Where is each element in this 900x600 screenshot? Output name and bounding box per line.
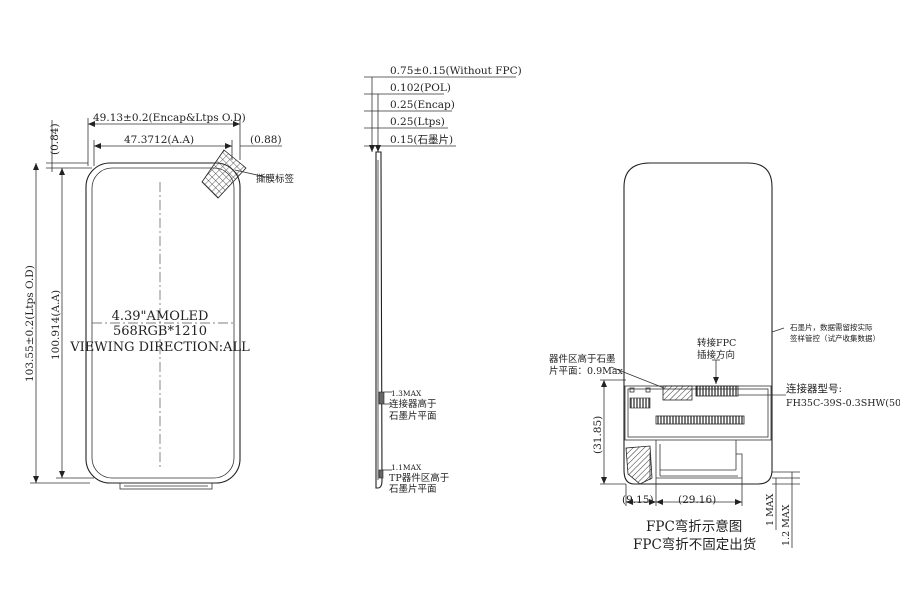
aa-height-dim: 100.914(A.A) xyxy=(50,290,62,360)
fpc-tail-outline xyxy=(655,440,743,479)
component-note-line1: 器件区高于石墨 xyxy=(549,353,616,365)
back-view: 石墨片，数据需留按实际 签样管控（试产收集数据） 器件区高于石墨 片平面：0.9… xyxy=(549,162,900,553)
layer-thickness-ltps: 0.25(Ltps) xyxy=(390,116,445,128)
insert-direction-line1: 转接FPC xyxy=(697,337,736,349)
fpc-bottom-strip xyxy=(119,482,213,490)
panel-size-text: 4.39"AMOLED xyxy=(112,309,209,324)
fpc-bend-caption: FPC弯折示意图 xyxy=(646,518,742,535)
component-area-block xyxy=(662,385,693,401)
layer-thickness-graphite: 0.15(石墨片) xyxy=(390,133,453,146)
tp-height-dim: 1.1MAX xyxy=(391,463,422,472)
back-panel-outline xyxy=(623,162,773,485)
graphite-note-line1: 石墨片，数据需留按实际 xyxy=(790,322,873,332)
layer-thickness-pol: 0.102(POL) xyxy=(390,82,451,94)
ltps-height-dim: 103.55±0.2(Ltps O.D) xyxy=(24,265,36,382)
front-view: 撕膜标签 49.13±0.2(Encap&Ltps O.D) 47.3712(A… xyxy=(24,112,295,490)
bonding-strip xyxy=(655,415,745,425)
dim-1-max: 1 MAX xyxy=(765,493,776,526)
connector-model: FH35C-39S-0.3SHW(50) xyxy=(786,398,900,409)
graphite-note-line2: 签样管控（试产收集数据） xyxy=(790,333,880,343)
dim-right: (29.16) xyxy=(678,494,716,506)
layer-thickness-encap: 0.25(Encap) xyxy=(390,99,455,111)
side-view: 0.75±0.15(Without FPC) 0.102(POL) 0.25(E… xyxy=(364,65,522,495)
component-note-line2: 片平面：0.9Max xyxy=(549,365,623,377)
resolution-text: 568RGB*1210 xyxy=(113,324,207,339)
fpc-bend-note: FPC弯折不固定出货 xyxy=(633,536,756,553)
connector-note-line2: 石墨片平面 xyxy=(389,410,437,422)
aa-width-dim: 47.3712(A.A) xyxy=(124,134,194,146)
dim-left: (9.15) xyxy=(622,494,654,506)
fpc-height-dim: (31.85) xyxy=(592,416,604,454)
peel-label: 撕膜标签 xyxy=(256,173,295,185)
fpc-hatched-corner xyxy=(625,445,653,485)
peel-tab xyxy=(201,149,247,199)
test-pads xyxy=(629,397,651,409)
side-component xyxy=(378,469,384,479)
layer-thickness-total: 0.75±0.15(Without FPC) xyxy=(390,65,522,77)
edge-offset-right: (0.88) xyxy=(250,134,282,146)
peel-label-leader xyxy=(234,169,271,179)
insert-direction-line2: 插接方向 xyxy=(697,349,735,361)
encap-width-dim: 49.13±0.2(Encap&Ltps O.D) xyxy=(93,112,246,124)
viewing-direction-text: VIEWING DIRECTION:ALL xyxy=(69,340,250,355)
side-connector xyxy=(378,391,385,405)
connector-height-dim: 1.3MAX xyxy=(391,389,422,398)
tp-note-line1: TP器件区高于 xyxy=(389,472,449,484)
connector-label: 连接器型号: xyxy=(786,382,842,395)
dim-1-2-max: 1.2 MAX xyxy=(781,504,792,546)
panel-side-profile xyxy=(375,151,383,489)
tp-note-line2: 石墨片平面 xyxy=(389,483,437,495)
connector-block xyxy=(695,385,739,397)
connector-note-line1: 连接器高于 xyxy=(389,398,437,410)
edge-offset-top: (0.84) xyxy=(49,123,61,155)
